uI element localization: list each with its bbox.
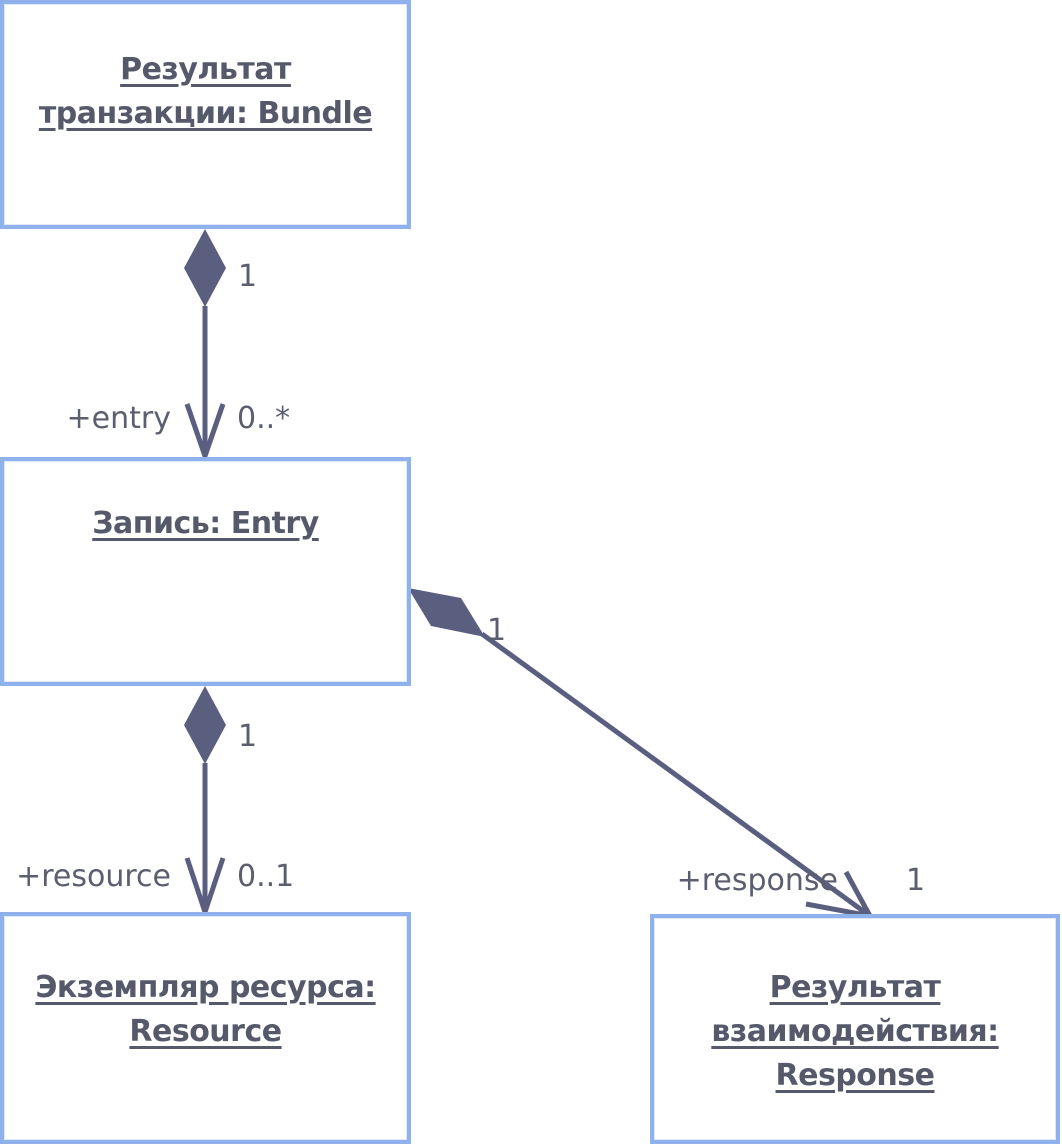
composition-diamond-icon [184, 229, 226, 307]
object-title-line: Resource [129, 1014, 282, 1049]
association-line [480, 631, 872, 919]
object-box-response[interactable] [650, 914, 1060, 1144]
target-multiplicity: 0..* [237, 401, 290, 436]
object-title-response: Результат взаимодействия: Response [650, 966, 1060, 1098]
composition-diamond-icon [408, 588, 485, 637]
source-multiplicity: 1 [238, 259, 257, 294]
association-entry-response: 1 +response 1 [408, 588, 925, 920]
object-title-line: Response [775, 1058, 935, 1093]
association-bundle-entry: 1 +entry 0..* [67, 229, 290, 464]
object-title-line: Экземпляр ресурса: [35, 970, 376, 1005]
object-title-entry: Запись: Entry [0, 502, 411, 546]
object-box-bundle[interactable] [0, 0, 411, 229]
object-title-resource: Экземпляр ресурса: Resource [0, 966, 411, 1054]
target-role: +response [677, 863, 838, 898]
object-title-line: Запись: Entry [92, 506, 319, 541]
object-title-line: Результат [120, 52, 291, 87]
object-box-resource[interactable] [0, 912, 411, 1144]
target-role: +resource [16, 859, 171, 894]
object-title-line: Результат [769, 970, 941, 1005]
association-entry-resource: 1 +resource 0..1 [16, 686, 294, 920]
navigability-arrowhead-icon [184, 403, 226, 464]
source-multiplicity: 1 [238, 719, 257, 754]
object-title-line: транзакции: Bundle [38, 96, 373, 131]
object-title-line: взаимодействия: [711, 1014, 999, 1049]
target-multiplicity: 1 [906, 863, 925, 898]
target-multiplicity: 0..1 [237, 859, 294, 894]
object-title-bundle: Результат транзакции: Bundle [0, 48, 411, 136]
source-multiplicity: 1 [487, 613, 506, 648]
object-box-entry[interactable] [0, 457, 411, 686]
composition-diamond-icon [184, 686, 226, 764]
target-role: +entry [67, 401, 171, 436]
